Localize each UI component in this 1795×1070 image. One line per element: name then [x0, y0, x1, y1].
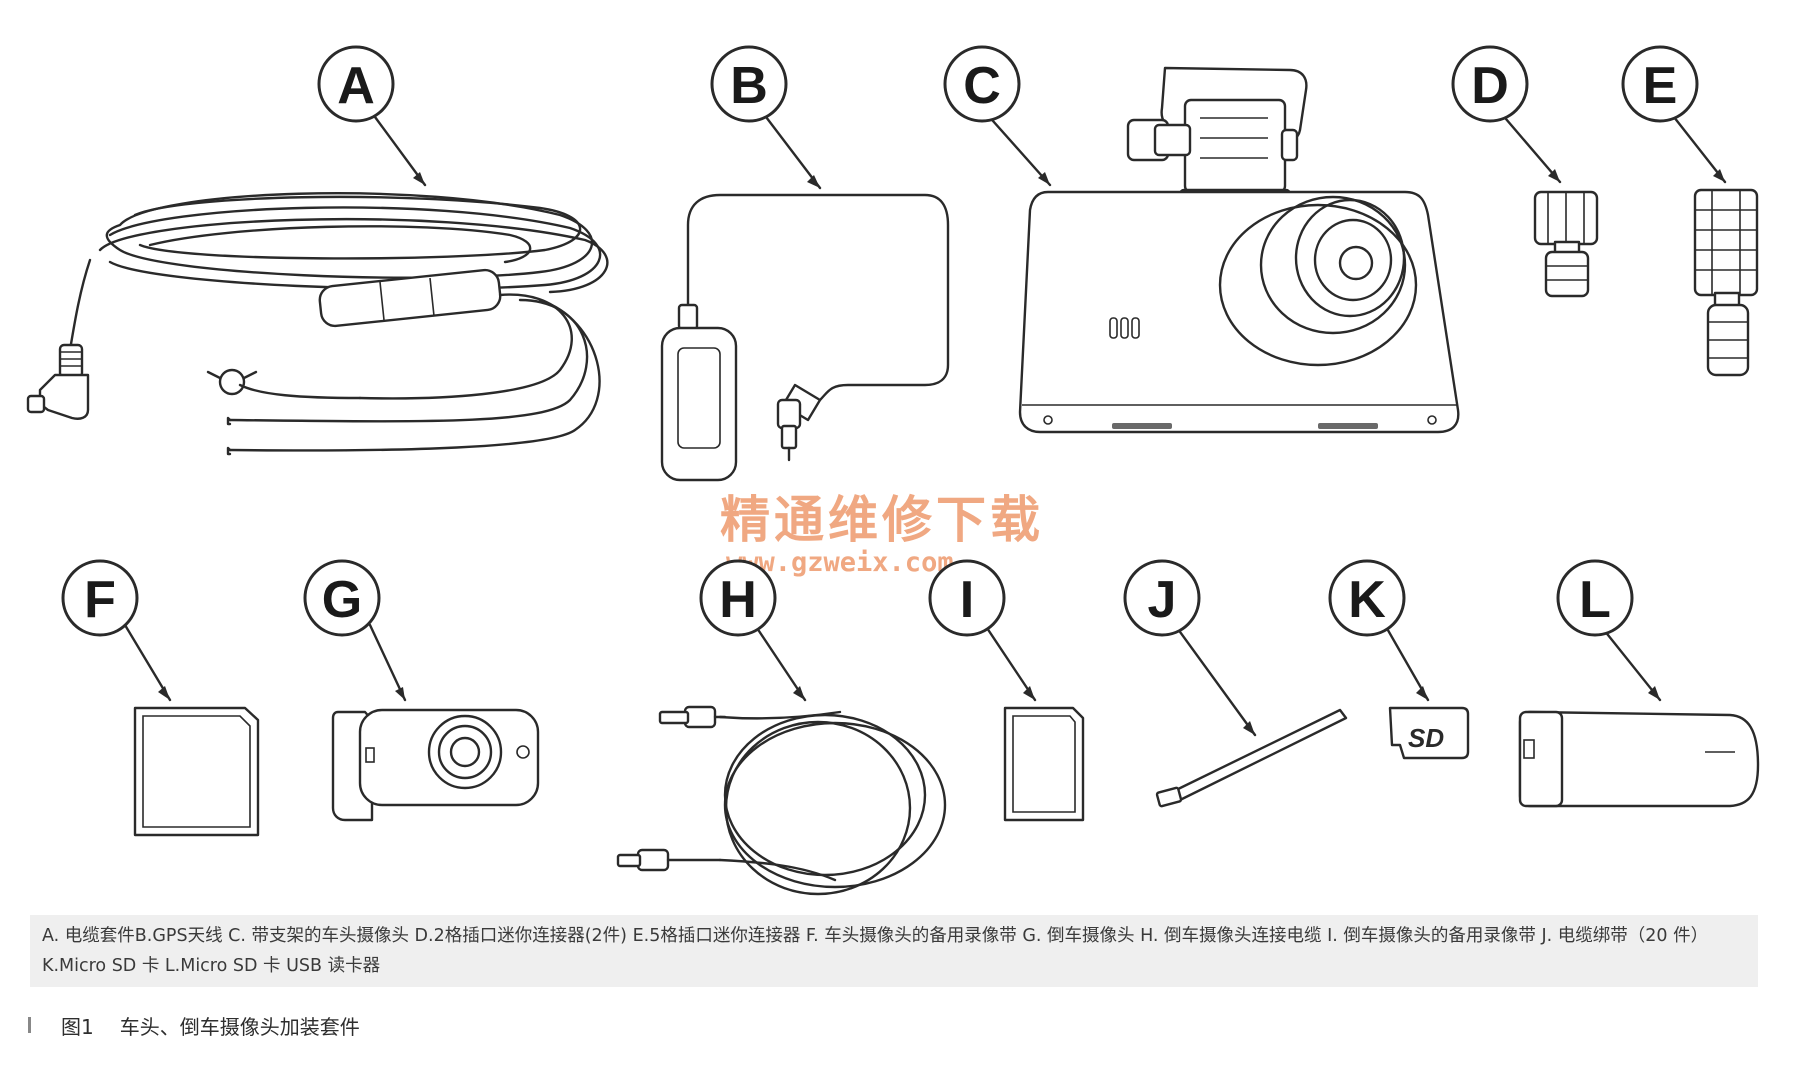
callout-d: D — [1451, 45, 1529, 123]
callout-h-label: H — [719, 571, 757, 629]
callout-labels: A B C D E F G H — [61, 45, 1699, 637]
callout-a-label: A — [337, 57, 375, 115]
callout-c: C — [943, 45, 1021, 123]
callout-g: G — [303, 559, 381, 637]
front-camera-drawing — [983, 66, 1460, 434]
callout-d-label: D — [1471, 57, 1509, 115]
callout-j-label: J — [1148, 571, 1177, 629]
callout-k: K — [1328, 559, 1406, 637]
callout-b-label: B — [730, 57, 768, 115]
callout-f: F — [61, 559, 139, 637]
callout-h: H — [699, 559, 777, 637]
sd-logo: SD — [1408, 723, 1444, 753]
callout-g-label: G — [322, 571, 362, 629]
caption-box: A. 电缆套件B.GPS天线 C. 带支架的车头摄像头 D.2格插口迷你连接器(… — [30, 915, 1758, 987]
cable-tie-drawing — [1155, 623, 1348, 808]
callout-l: L — [1556, 559, 1634, 637]
figure-number: 图1 — [61, 1014, 94, 1039]
gps-antenna-drawing — [660, 111, 950, 482]
watermark: 精通维修下载 www.gzweix.com — [720, 490, 1044, 578]
callout-b: B — [710, 45, 788, 123]
caption-text: A. 电缆套件B.GPS天线 C. 带支架的车头摄像头 D.2格插口迷你连接器(… — [42, 926, 1709, 976]
usb-card-reader-drawing — [1518, 623, 1760, 808]
callout-j: J — [1123, 559, 1201, 637]
callout-e: E — [1621, 45, 1699, 123]
watermark-title: 精通维修下载 — [720, 490, 1044, 549]
callout-i: I — [928, 559, 1006, 637]
callout-l-label: L — [1579, 571, 1611, 629]
rear-camera-drawing — [331, 623, 540, 822]
callout-i-label: I — [960, 571, 974, 629]
callout-k-label: K — [1348, 571, 1386, 629]
connector-2pin-drawing — [1498, 110, 1599, 298]
callout-f-label: F — [84, 571, 116, 629]
callout-c-label: C — [963, 57, 1001, 115]
cable-kit-drawing — [26, 115, 609, 456]
callout-a: A — [317, 45, 395, 123]
rear-camera-backup-card-drawing — [983, 623, 1085, 822]
callout-e-label: E — [1643, 57, 1678, 115]
title-marker — [28, 1017, 31, 1033]
figure-title-text: 车头、倒车摄像头加装套件 — [119, 1014, 360, 1039]
micro-sd-card-drawing: SD — [1383, 623, 1470, 760]
figure-title: 图1 车头、倒车摄像头加装套件 — [28, 1010, 360, 1040]
front-camera-backup-card-drawing — [123, 623, 260, 837]
rear-camera-cable-drawing — [616, 623, 947, 896]
connector-5pin-drawing — [1668, 110, 1759, 377]
